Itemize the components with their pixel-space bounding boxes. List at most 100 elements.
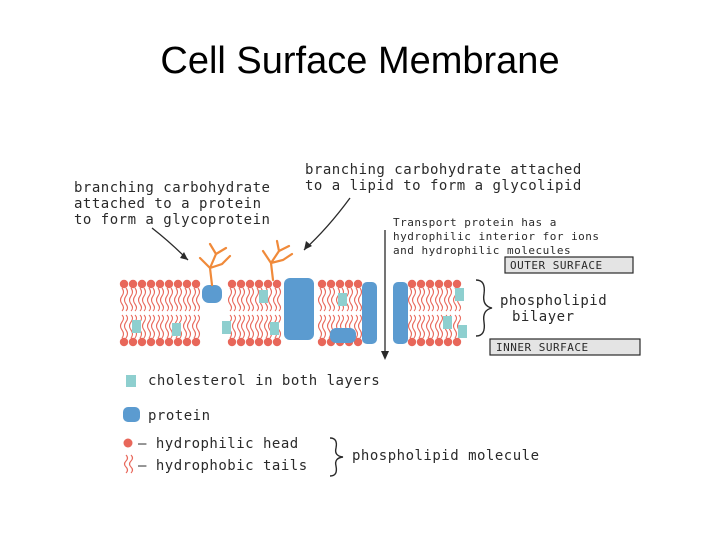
phospholipid-tail <box>164 287 174 312</box>
cholesterol <box>132 320 141 333</box>
phospholipid-tail <box>227 287 237 312</box>
key-protein-label: protein <box>148 408 211 424</box>
peripheral-protein <box>330 328 356 343</box>
phospholipid-tail <box>254 314 264 339</box>
phospholipid-tail <box>182 314 192 339</box>
phospholipid-tail <box>407 287 417 312</box>
phospholipid-tail <box>353 287 363 312</box>
bilayer-brace <box>475 279 493 337</box>
phospholipid-head <box>272 337 282 347</box>
cholesterol-group <box>132 288 467 338</box>
phospholipid-head <box>119 337 129 347</box>
hydrophobic-tails-inner <box>119 314 462 339</box>
phospholipid-tail <box>146 314 156 339</box>
phospholipid-head <box>173 337 183 347</box>
phospholipid-head <box>227 279 237 289</box>
phospholipid-head <box>425 279 435 289</box>
phospholipid-head <box>119 279 129 289</box>
glycolipid-label-line2: to a lipid to form a glycolipid <box>305 178 582 194</box>
phospholipid-tail <box>173 287 183 312</box>
key-cholesterol-swatch <box>126 375 136 387</box>
phospholipid-head <box>236 279 246 289</box>
phospholipid-head <box>263 337 273 347</box>
phospholipid-head <box>191 279 201 289</box>
phospholipid-head <box>434 279 444 289</box>
glycoprotein-carbohydrate <box>198 242 232 287</box>
bilayer-label-line2: bilayer <box>512 309 575 325</box>
phospholipid-head <box>317 279 327 289</box>
phospholipid-head <box>452 337 462 347</box>
phospholipid-tail <box>137 287 147 312</box>
phospholipid-tail <box>326 287 336 312</box>
phospholipid-head <box>164 279 174 289</box>
integral-protein <box>284 278 314 340</box>
phospholipid-head <box>452 279 462 289</box>
glycoprotein-label-line2: attached to a protein <box>74 196 262 212</box>
cholesterol <box>222 321 231 334</box>
phospholipid-tail <box>119 314 129 339</box>
phospholipid-head <box>353 337 363 347</box>
phospholipid-tail <box>236 314 246 339</box>
transport-label-line1: Transport protein has a <box>393 216 557 229</box>
phospholipid-head <box>128 337 138 347</box>
phospholipid-head <box>416 337 426 347</box>
phospholipid-head <box>227 337 237 347</box>
cholesterol <box>443 316 452 329</box>
phospholipid-head <box>326 279 336 289</box>
phospholipid-tail <box>416 287 426 312</box>
phospholipid-tail <box>416 314 426 339</box>
phospholipid-tail <box>245 314 255 339</box>
glycolipid-carbohydrate <box>261 239 294 282</box>
cholesterol <box>458 325 467 338</box>
phospholipid-tail <box>236 287 246 312</box>
protein-group <box>202 278 408 344</box>
glycoprotein-label-line1: branching carbohydrate <box>74 180 270 196</box>
phospholipid-head <box>155 279 165 289</box>
arrow-glycolipid-head <box>304 241 312 250</box>
phospholipid-head <box>191 337 201 347</box>
phospholipid-head <box>182 337 192 347</box>
hydrophilic-heads-inner <box>119 337 462 347</box>
phospholipid-head <box>335 279 345 289</box>
key-tails-swatch <box>123 454 134 474</box>
phospholipid-head <box>182 279 192 289</box>
cholesterol <box>455 288 464 301</box>
glycoprotein <box>202 285 222 303</box>
phospholipid-tail <box>182 287 192 312</box>
slide-title: Cell Surface Membrane <box>160 40 560 82</box>
phospholipid-tail <box>191 314 201 339</box>
phospholipid-head <box>407 279 417 289</box>
bilayer-label-line1: phospholipid <box>500 293 607 309</box>
outer-surface-label: OUTER SURFACE <box>510 259 603 272</box>
phospholipid-head <box>164 337 174 347</box>
phospholipid-tail <box>317 314 327 339</box>
transport-protein-right <box>393 282 408 344</box>
transport-label-line2: hydrophilic interior for ions <box>393 230 600 243</box>
phospholipid-head <box>317 337 327 347</box>
phospholipid-head <box>263 279 273 289</box>
phospholipid-head <box>344 279 354 289</box>
phospholipid-head <box>245 279 255 289</box>
phospholipid-head <box>407 337 417 347</box>
carbohydrate-chains <box>198 239 294 287</box>
key-brace <box>329 437 344 477</box>
hydrophilic-heads-outer <box>119 279 462 289</box>
inner-surface-badge <box>489 338 641 356</box>
phospholipid-tail <box>317 287 327 312</box>
phospholipid-head <box>416 279 426 289</box>
transport-label-line3: and hydrophilic molecules <box>393 244 571 257</box>
phospholipid-head <box>146 279 156 289</box>
phospholipid-head <box>137 279 147 289</box>
phospholipid-tail <box>146 287 156 312</box>
phospholipid-head <box>443 279 453 289</box>
phospholipid-tail <box>245 287 255 312</box>
membrane-diagram: branching carbohydrate attached to a pro… <box>60 150 665 515</box>
cholesterol <box>270 322 279 335</box>
key-cholesterol-label: cholesterol in both layers <box>148 373 380 389</box>
key-molecule-label: phospholipid molecule <box>352 448 540 464</box>
phospholipid-head <box>254 337 264 347</box>
hydrophobic-tails-outer <box>119 287 462 312</box>
phospholipid-head <box>236 337 246 347</box>
arrow-transport-head <box>381 351 389 360</box>
key-protein-swatch <box>123 407 140 422</box>
